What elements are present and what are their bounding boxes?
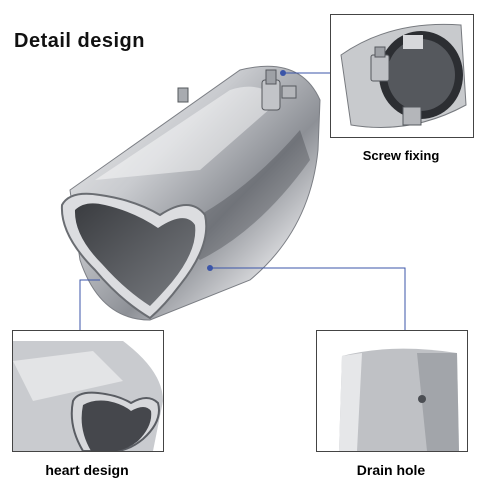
heart-design-caption: heart design <box>45 462 129 478</box>
page-title: Detail design <box>14 30 145 52</box>
drain-hole-closeup-image <box>317 331 467 451</box>
drain-hole-caption: Drain hole <box>356 462 426 478</box>
heart-outlet-closeup-image <box>13 331 163 451</box>
screw-fixing-caption: Screw fixing <box>362 148 440 163</box>
screw-fixing-panel <box>330 14 474 138</box>
heart-design-panel <box>12 330 164 452</box>
screw-clamp-closeup-image <box>331 15 473 137</box>
drain-hole-panel <box>316 330 468 452</box>
